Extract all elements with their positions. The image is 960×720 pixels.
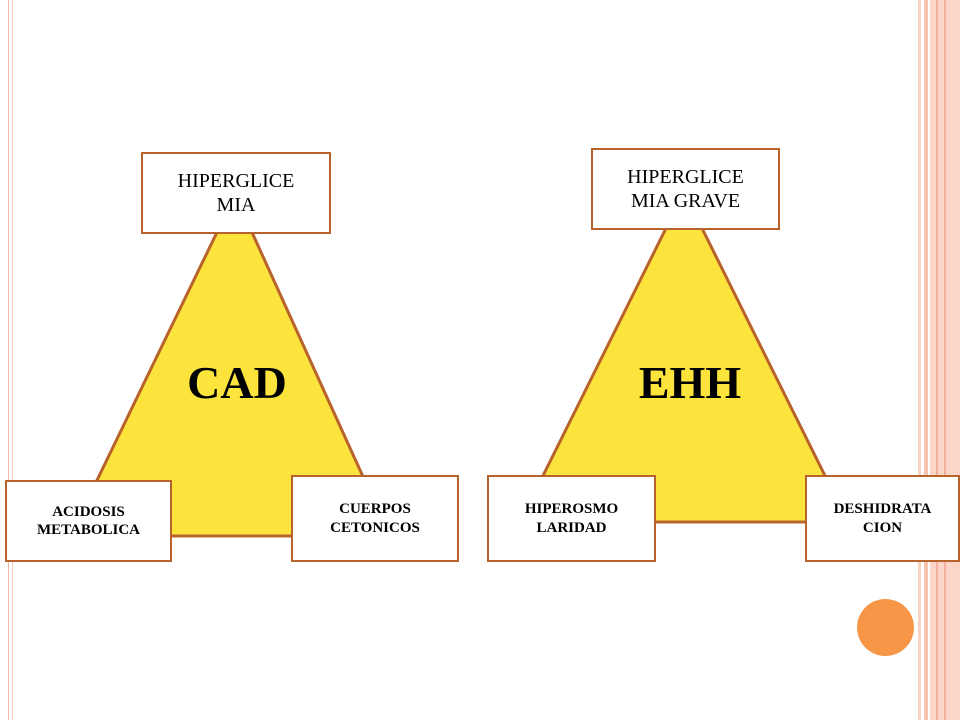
node-bottom-right-cad: CUERPOS CETONICOS — [291, 475, 459, 562]
right-stripe — [936, 0, 938, 720]
diagram-center-label-cad: CAD — [187, 357, 287, 408]
node-bottom-left-ehh: HIPEROSMO LARIDAD — [487, 475, 656, 562]
left-border-line-inner — [12, 0, 13, 720]
accent-dot — [857, 599, 914, 656]
node-bottom-left-cad: ACIDOSIS METABOLICA — [5, 480, 172, 562]
diagram-center-label-ehh: EHH — [638, 357, 742, 408]
node-bottom-right-ehh: DESHIDRATA CION — [805, 475, 960, 562]
triangle-ehh — [517, 188, 851, 524]
node-top-cad: HIPERGLICE MIA — [141, 152, 331, 234]
right-stripe — [924, 0, 928, 720]
right-stripe — [918, 0, 921, 720]
left-border-line — [8, 0, 9, 720]
right-stripe — [944, 0, 946, 720]
node-top-ehh: HIPERGLICE MIA GRAVE — [591, 148, 780, 230]
triangle-cad — [67, 191, 393, 538]
